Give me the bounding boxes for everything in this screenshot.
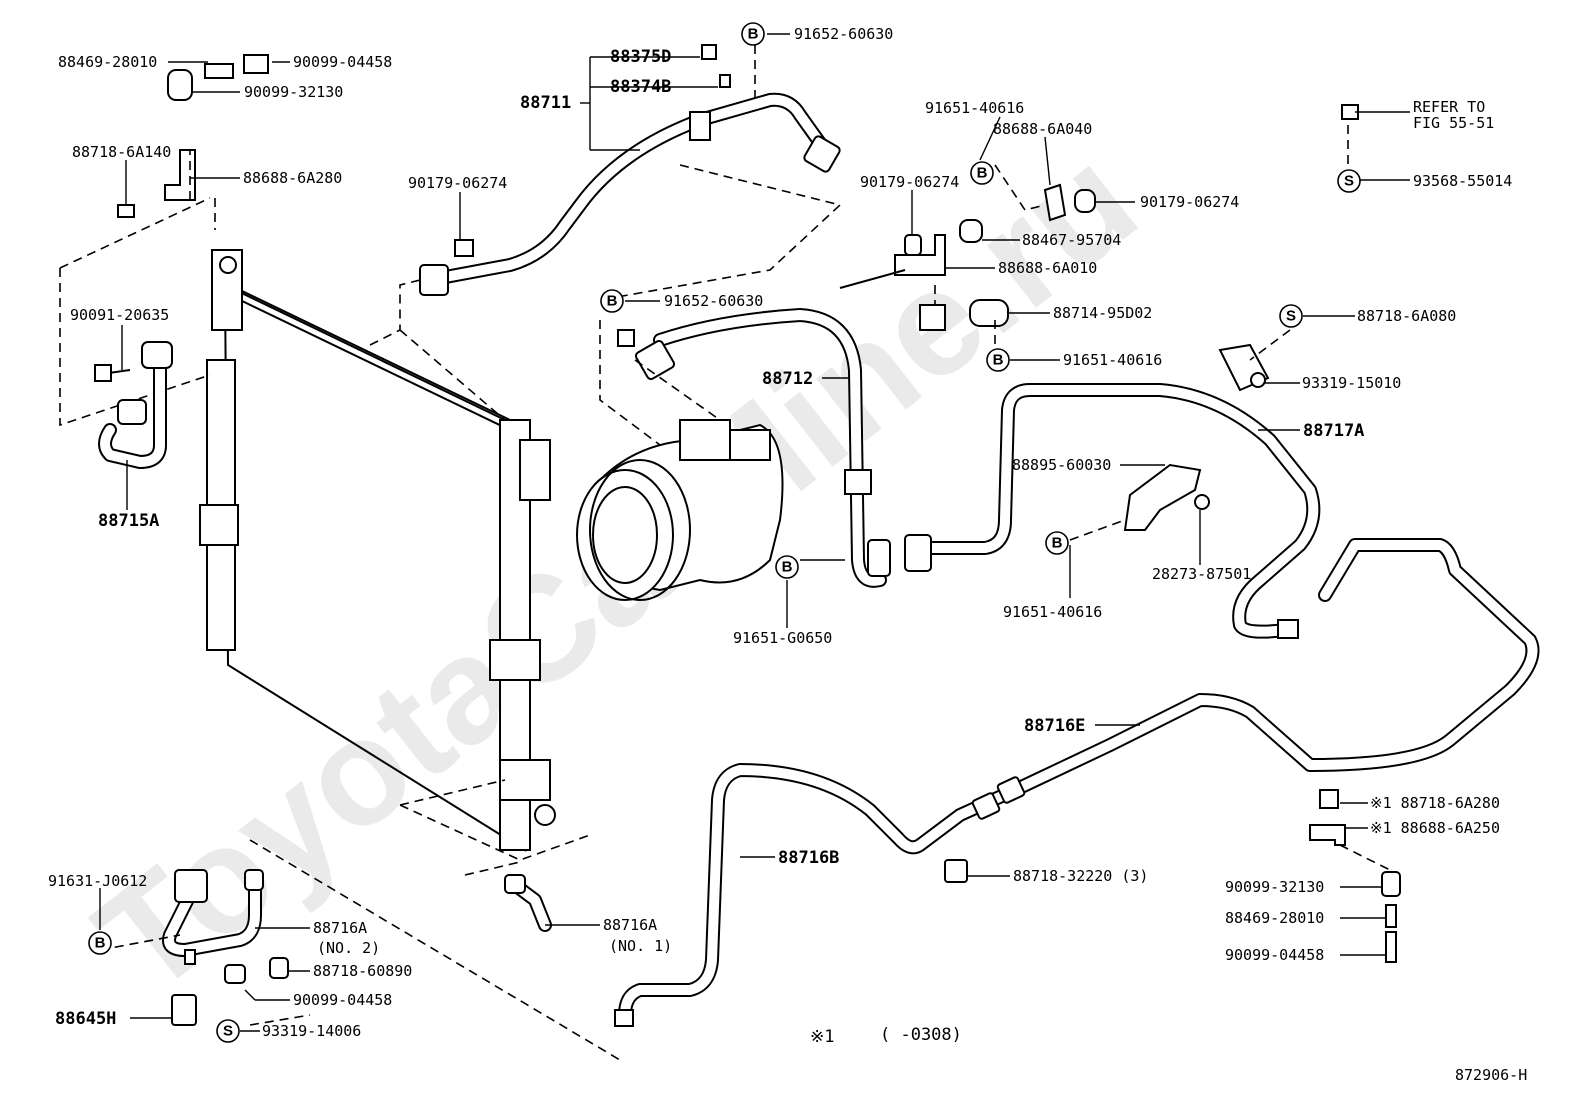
marker-b-5: B bbox=[1045, 531, 1069, 555]
marker-s-1: S bbox=[1337, 169, 1361, 193]
label-90179-06274-left: 90179-06274 bbox=[408, 174, 507, 192]
label-88718-60890: 88718-60890 bbox=[313, 962, 412, 980]
svg-text:B: B bbox=[748, 26, 759, 43]
receiver-88716a-no2 bbox=[162, 869, 289, 1026]
label-91651-40616-low: 91651-40616 bbox=[1003, 603, 1102, 621]
label-90099-04458-top: 90099-04458 bbox=[293, 53, 392, 71]
svg-text:B: B bbox=[993, 352, 1004, 369]
marker-b-4: B bbox=[986, 348, 1010, 372]
label-88715a: 88715A bbox=[98, 511, 159, 531]
label-90099-32130-top: 90099-32130 bbox=[244, 83, 343, 101]
pipe-88716e bbox=[614, 538, 1540, 1027]
label-88717a: 88717A bbox=[1303, 421, 1364, 441]
label-93319-14006: 93319-14006 bbox=[262, 1022, 361, 1040]
leader-lines bbox=[99, 33, 1410, 1032]
label-88469-28010-bot: 88469-28010 bbox=[1225, 909, 1324, 927]
label-88716e: 88716E bbox=[1024, 716, 1085, 736]
label-91651-40616-top: 91651-40616 bbox=[925, 99, 1024, 117]
label-91652-60630-top: 91652-60630 bbox=[794, 25, 893, 43]
label-88716a-no2: 88716A bbox=[313, 919, 367, 937]
label-88716b: 88716B bbox=[778, 848, 839, 868]
label-91651-40616-mid: 91651-40616 bbox=[1063, 351, 1162, 369]
label-88716a-no1-sub: (NO. 1) bbox=[609, 937, 672, 955]
label-91651-g0650: 91651-G0650 bbox=[733, 629, 832, 647]
marker-s-3: S bbox=[216, 1019, 240, 1043]
svg-text:B: B bbox=[977, 165, 988, 182]
hose-88712 bbox=[617, 308, 887, 588]
pipe-88716a-no1 bbox=[504, 874, 552, 932]
label-93319-15010: 93319-15010 bbox=[1302, 374, 1401, 392]
bracket-88895-60030 bbox=[1123, 463, 1210, 531]
label-88895-60030: 88895-60030 bbox=[1012, 456, 1111, 474]
footnote-range: ( -0308) bbox=[880, 1025, 962, 1045]
svg-text:B: B bbox=[607, 293, 618, 310]
label-88718-6a080: 88718-6A080 bbox=[1357, 307, 1456, 325]
label-88688-6a010: 88688-6A010 bbox=[998, 259, 1097, 277]
label-88716a-no1: 88716A bbox=[603, 916, 657, 934]
figure-id: 872906-H bbox=[1455, 1066, 1527, 1084]
clip-88718-32220 bbox=[944, 859, 968, 883]
label-88469-28010-top: 88469-28010 bbox=[58, 53, 157, 71]
label-91631-j0612: 91631-J0612 bbox=[48, 872, 147, 890]
label-90091-20635: 90091-20635 bbox=[70, 306, 169, 324]
label-88716a-no2-sub: (NO. 2) bbox=[317, 939, 380, 957]
bracket-bottom-right bbox=[1309, 789, 1401, 963]
label-93568-55014: 93568-55014 bbox=[1413, 172, 1512, 190]
compressor bbox=[576, 419, 784, 601]
label-88718-6a280-ast: ※1 88718-6A280 bbox=[1370, 794, 1500, 812]
hose-88711 bbox=[419, 44, 841, 296]
label-88718-32220: 88718-32220 (3) bbox=[1013, 867, 1148, 885]
label-refer-line1: REFER TO bbox=[1413, 98, 1485, 116]
label-88688-6a250-ast: ※1 88688-6A250 bbox=[1370, 819, 1500, 837]
label-88467-95704: 88467-95704 bbox=[1022, 231, 1121, 249]
label-88718-6a140: 88718-6A140 bbox=[72, 143, 171, 161]
clamp-right bbox=[1218, 104, 1359, 392]
label-88711: 88711 bbox=[520, 93, 571, 113]
label-88374b: 88374B bbox=[610, 77, 671, 97]
bracket-hardware-topleft bbox=[94, 54, 269, 382]
label-88375d: 88375D bbox=[610, 47, 671, 67]
svg-text:S: S bbox=[223, 1023, 233, 1040]
marker-s-2: S bbox=[1279, 304, 1303, 328]
label-90179-06274-right: 90179-06274 bbox=[1140, 193, 1239, 211]
svg-text:B: B bbox=[95, 935, 106, 952]
marker-b-1: B bbox=[741, 22, 765, 46]
pipe-88717a bbox=[867, 383, 1321, 639]
label-90099-32130-bot: 90099-32130 bbox=[1225, 878, 1324, 896]
marker-b-7: B bbox=[88, 931, 112, 955]
label-88714-95d02: 88714-95D02 bbox=[1053, 304, 1152, 322]
svg-text:B: B bbox=[1052, 535, 1063, 552]
bracket-cluster-center bbox=[839, 183, 1096, 331]
svg-text:B: B bbox=[782, 559, 793, 576]
marker-b-6: B bbox=[775, 555, 799, 579]
condenser bbox=[199, 249, 556, 852]
label-88712: 88712 bbox=[762, 369, 813, 389]
label-90099-04458-low: 90099-04458 bbox=[293, 991, 392, 1009]
footnote-mark: ※1 bbox=[810, 1027, 834, 1047]
marker-b-2: B bbox=[600, 289, 624, 313]
part-labels: 88469-28010 90099-04458 90099-32130 8871… bbox=[48, 25, 1512, 1040]
svg-text:S: S bbox=[1286, 308, 1296, 325]
label-90179-06274-mid: 90179-06274 bbox=[860, 173, 959, 191]
svg-text:S: S bbox=[1344, 173, 1354, 190]
label-91652-60630-mid: 91652-60630 bbox=[664, 292, 763, 310]
label-90099-04458-bot: 90099-04458 bbox=[1225, 946, 1324, 964]
marker-b-3: B bbox=[970, 161, 994, 185]
label-88688-6a040: 88688-6A040 bbox=[993, 120, 1092, 138]
label-refer-line2: FIG 55-51 bbox=[1413, 114, 1494, 132]
label-88645h: 88645H bbox=[55, 1009, 116, 1029]
label-28273-87501: 28273-87501 bbox=[1152, 565, 1251, 583]
pipe-88715a bbox=[98, 341, 173, 469]
label-88688-6a280: 88688-6A280 bbox=[243, 169, 342, 187]
